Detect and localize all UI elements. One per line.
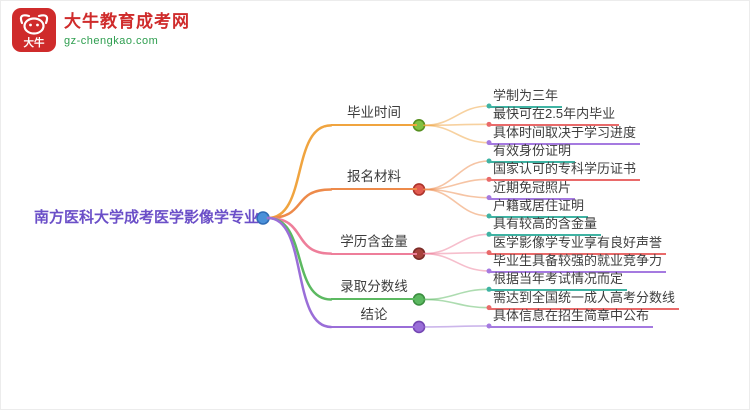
site-title: 大牛教育成考网	[64, 12, 190, 32]
mindmap-leaf-node: 根据当年考试情况而定	[489, 272, 628, 292]
connector-line	[266, 216, 333, 329]
connector-line	[423, 124, 490, 144]
mindmap-branch-node-0: 毕业时间	[331, 104, 417, 127]
mindmap-branch-node-1: 报名材料	[331, 168, 417, 191]
connector-line	[423, 252, 490, 272]
mindmap-leaf-node: 有效身份证明	[489, 143, 576, 163]
mindmap-leaf-node: 具体信息在招生简章中公布	[489, 308, 654, 328]
mindmap-branch-node-2: 学历含金量	[331, 233, 417, 255]
connector-line	[423, 251, 490, 255]
mindmap-leaf-node: 医学影像学专业享有良好声誉	[489, 235, 667, 255]
connector-line	[266, 216, 333, 301]
logo-bull-icon: 大牛	[12, 8, 56, 52]
site-logo[interactable]: 大牛 大牛教育成考网 gz-chengkao.com	[12, 8, 190, 52]
connector-line	[423, 123, 490, 127]
mindmap-leaf-node: 需达到全国统一成人高考分数线	[489, 290, 680, 310]
svg-text:大牛: 大牛	[24, 36, 45, 49]
connector-line	[266, 124, 333, 220]
connector-line	[423, 288, 490, 301]
mindmap-leaf-node: 毕业生具备较强的就业竞争力	[489, 253, 667, 273]
mindmap-leaf-node: 近期免冠照片	[489, 180, 576, 200]
connector-line	[266, 188, 333, 220]
mindmap-leaf-node: 具体时间取决于学习进度	[489, 125, 641, 145]
mindmap-leaf-node: 学制为三年	[489, 89, 563, 108]
mindmap-branch-node-3: 录取分数线	[331, 278, 417, 301]
mindmap-leaf-node: 国家认可的专科学历证书	[489, 162, 641, 182]
connector-line	[266, 216, 333, 255]
connector-line	[423, 188, 490, 217]
connector-line	[423, 105, 490, 127]
mindmap-root-node: 南方医科大学成考医学影像学专业	[34, 209, 260, 226]
mindmap-leaf-node: 具有较高的含金量	[489, 217, 602, 237]
mindmap-leaf-node: 户籍或居住证明	[489, 198, 589, 218]
connector-line	[423, 233, 490, 255]
connector-line	[423, 298, 490, 309]
mindmap-leaf-node: 最快可在2.5年内毕业	[489, 107, 620, 127]
connector-line	[423, 325, 490, 328]
mindmap-branch-node-4: 结论	[331, 306, 417, 328]
site-domain: gz-chengkao.com	[64, 34, 159, 47]
